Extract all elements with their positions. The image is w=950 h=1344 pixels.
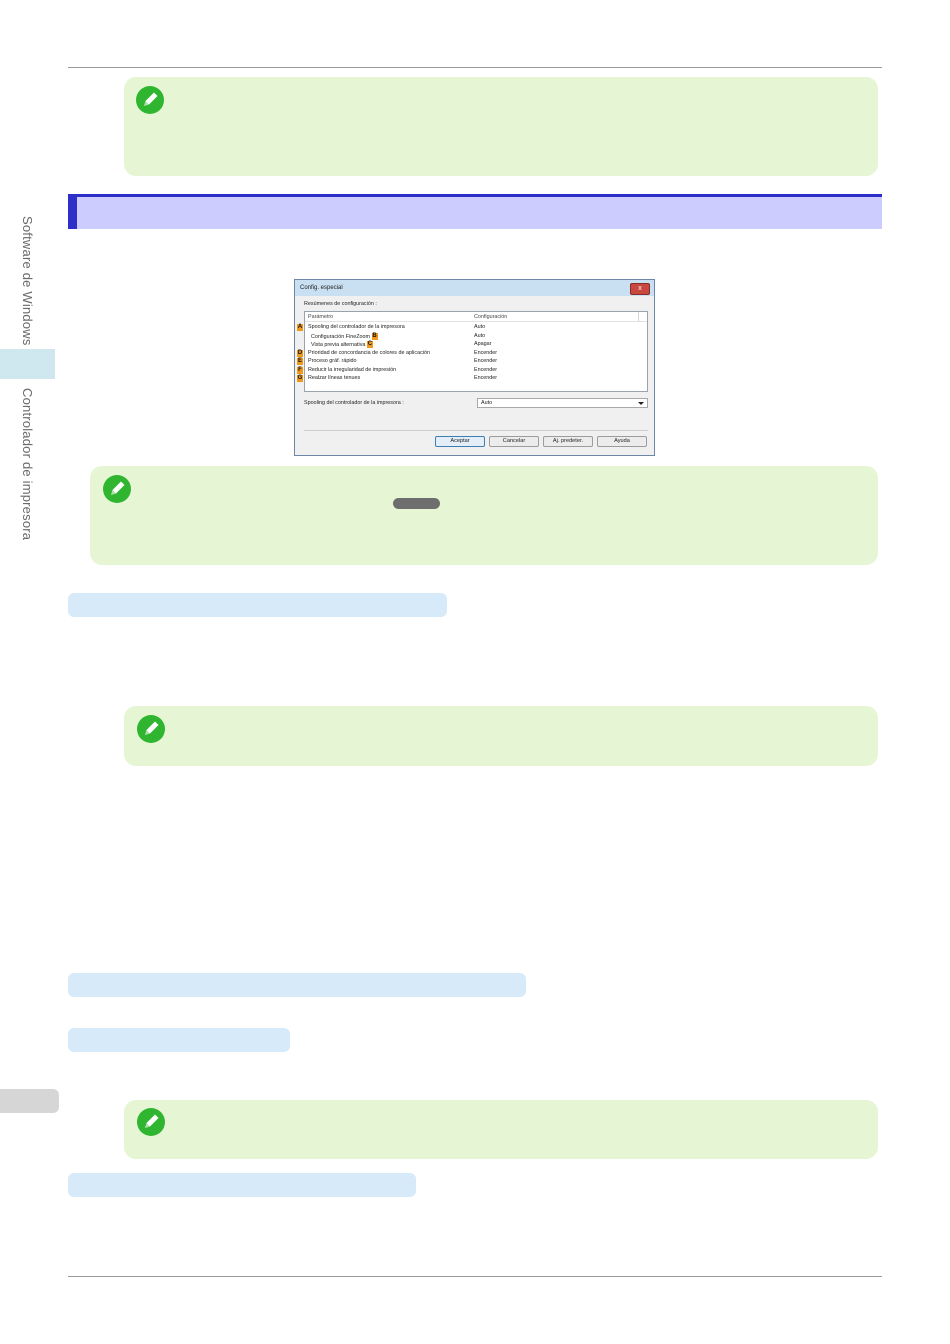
parameter-name: Vista previa alternativa <box>311 341 366 348</box>
note-box <box>124 1100 878 1159</box>
list-header-separator <box>638 312 639 321</box>
footer-rule <box>68 1276 882 1277</box>
spooling-select-value: Auto <box>481 400 493 406</box>
defaults-button[interactable]: Aj. predeter. <box>543 436 593 447</box>
setting-value: Auto <box>474 332 486 339</box>
callout-badge: A <box>297 324 303 331</box>
note-box <box>124 706 878 766</box>
setting-value: Auto <box>474 324 486 330</box>
parameter-name: Prioridad de concordancia de colores de … <box>308 349 430 356</box>
spooling-combo-label: Spooling del controlador de la impresora… <box>304 400 404 406</box>
spooling-select[interactable]: Auto <box>477 398 648 408</box>
sidebar-chapter-label: Software de Windows <box>20 216 35 346</box>
setting-value: Encender <box>474 366 498 373</box>
accept-button[interactable]: Aceptar <box>435 436 485 447</box>
list-item[interactable]: D Prioridad de concordancia de colores de… <box>297 349 647 358</box>
column-header-parameter: Parámetro <box>308 314 334 320</box>
note-box <box>90 466 878 565</box>
setting-value: Encender <box>474 349 498 356</box>
setting-value: Encender <box>474 375 498 381</box>
cancel-button[interactable]: Cancelar <box>489 436 539 447</box>
list-item[interactable]: A Spooling del controlador de la impresor… <box>297 324 647 332</box>
note-pencil-icon <box>103 475 131 503</box>
list-item[interactable]: Vista previa alternativa C Apagar <box>305 341 647 349</box>
setting-value: Apagar <box>474 341 492 347</box>
list-header-divider <box>305 321 647 322</box>
chevron-down-icon <box>638 402 644 405</box>
summary-label: Resúmenes de configuración : <box>304 301 377 307</box>
parameter-name: Spooling del controlador de la impresora <box>308 324 405 330</box>
list-item[interactable]: G Realzar líneas tenues Encender <box>297 375 647 383</box>
parameter-name: Reducir la irregularidad de impresión <box>308 366 397 373</box>
callout-badge: F <box>297 366 303 374</box>
config-especial-dialog: Config. especial x Resúmenes de configur… <box>294 279 655 456</box>
callout-badge: B <box>371 332 378 340</box>
dialog-titlebar: Config. especial x <box>295 280 654 296</box>
callout-badge: G <box>297 375 303 382</box>
subheading-bar <box>68 1028 290 1052</box>
list-item[interactable]: F Reducir la irregularidad de impresión En… <box>297 366 647 375</box>
close-icon[interactable]: x <box>630 283 650 295</box>
dialog-title: Config. especial <box>300 285 343 291</box>
note-pencil-icon <box>137 715 165 743</box>
setting-value: Encender <box>474 358 498 364</box>
parameter-name: Realzar líneas tenues <box>308 375 361 381</box>
callout-badge: E <box>297 358 303 365</box>
callout-badge: C <box>366 341 373 348</box>
subheading-bar <box>68 593 447 617</box>
note-box <box>124 77 878 176</box>
settings-summary-list[interactable]: Parámetro Configuración A Spooling del co… <box>297 311 648 392</box>
list-item[interactable]: Configuración FineZoom B Auto <box>305 332 647 341</box>
sidebar-active-tab <box>0 349 55 379</box>
callout-badge: D <box>297 349 303 357</box>
key-button-graphic <box>393 498 440 509</box>
sidebar-page-tab <box>0 1089 59 1113</box>
note-pencil-icon <box>137 1108 165 1136</box>
help-button[interactable]: Ayuda <box>597 436 647 447</box>
column-header-setting: Configuración <box>474 314 508 320</box>
subheading-bar <box>68 973 526 997</box>
list-item[interactable]: E Proceso gráf. rápido Encender <box>297 358 647 366</box>
section-heading-bar <box>68 194 882 229</box>
parameter-name: Proceso gráf. rápido <box>308 358 357 364</box>
subheading-bar <box>68 1173 416 1197</box>
dialog-divider <box>304 430 648 431</box>
parameter-name: Configuración FineZoom <box>311 333 371 340</box>
header-rule <box>68 67 882 68</box>
sidebar-section-label: Controlador de impresora <box>20 388 35 541</box>
note-pencil-icon <box>136 86 164 114</box>
